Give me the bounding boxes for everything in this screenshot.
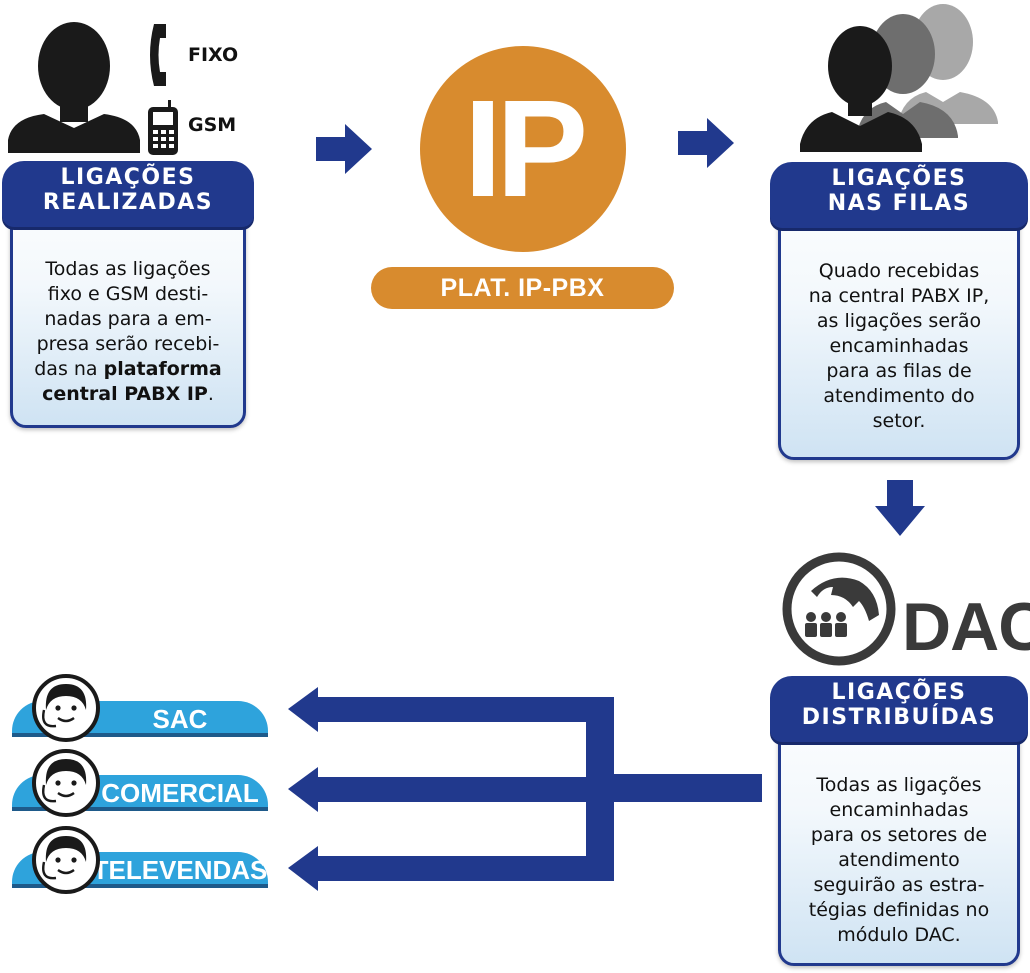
card-distribuidas-text: Todas as ligações encaminhadas para os s… [781,773,1017,948]
landline-phone-icon [150,24,166,86]
header-line: NAS FILAS [827,191,971,216]
card-text-line: tégias definidas no [808,899,990,921]
header-ligacoes-distribuidas: LIGAÇÕES DISTRIBUÍDAS [770,676,1028,742]
dac-label: DAC [902,589,1030,665]
header-ligacoes-nas-filas: LIGAÇÕES NAS FILAS [770,162,1028,228]
card-text-line: para as filas de [826,360,972,382]
card-text-line: fixo e GSM desti- [47,283,209,305]
card-text-span: das na [34,358,104,380]
header-line: LIGAÇÕES [60,165,196,190]
card-text-line: das na plataforma [13,357,243,382]
header-line: LIGAÇÕES [831,166,967,191]
caller-person-icon [8,22,140,153]
card-text-line: encaminhadas [829,799,969,821]
ip-logo-text: IP [463,72,588,226]
card-realizadas-text: Todas as ligações fixo e GSM desti- nada… [13,257,243,407]
card-text-line: central PABX IP. [13,382,243,407]
department-label: TELEVENDAS [92,855,268,885]
arrow-queues-to-dac [875,480,925,536]
queue-people-icon [800,4,998,152]
department-label: COMERCIAL [101,778,259,808]
agent-headset-icon [32,674,100,742]
card-text-bold: plataforma [103,358,222,380]
card-text-line: atendimento do [823,385,975,407]
card-filas-text: Quado recebidas na central PABX IP, as l… [781,259,1017,434]
platform-label: PLAT. IP-PBX [371,267,674,309]
distribution-connector [288,687,762,891]
card-text-line: seguirão as estra- [813,874,985,896]
card-text-span: . [207,383,214,405]
card-text-bold: central PABX IP [42,383,208,405]
card-text-line: atendimento [838,849,960,871]
ip-platform-logo [420,46,626,252]
card-text-line: encaminhadas [829,335,969,357]
arrow-ip-to-queues [678,118,734,168]
gsm-label: GSM [188,114,237,136]
card-text-line: Todas as ligações [45,258,211,280]
card-text-line: Todas as ligações [816,774,982,796]
header-line: REALIZADAS [42,190,214,215]
mobile-phone-icon [148,100,178,155]
card-text-line: nadas para a em- [44,308,212,330]
card-text-line: na central PABX IP, [808,285,990,307]
card-text-line: módulo DAC. [837,924,961,946]
department-label: SAC [152,704,208,734]
agent-headset-icon [32,826,100,894]
arrow-caller-to-ip [316,124,372,174]
header-line: DISTRIBUÍDAS [801,705,997,730]
card-text-line: setor. [872,410,926,432]
dac-phone-icon [782,552,896,666]
card-text-line: para os setores de [810,824,988,846]
header-ligacoes-realizadas: LIGAÇÕES REALIZADAS [2,161,254,227]
agent-headset-icon [32,749,100,817]
card-text-line: Quado recebidas [818,260,980,282]
fixo-label: FIXO [188,44,239,66]
card-text-line: presa serão recebi- [36,333,220,355]
card-text-line: as ligações serão [816,310,982,332]
header-line: LIGAÇÕES [831,680,967,705]
